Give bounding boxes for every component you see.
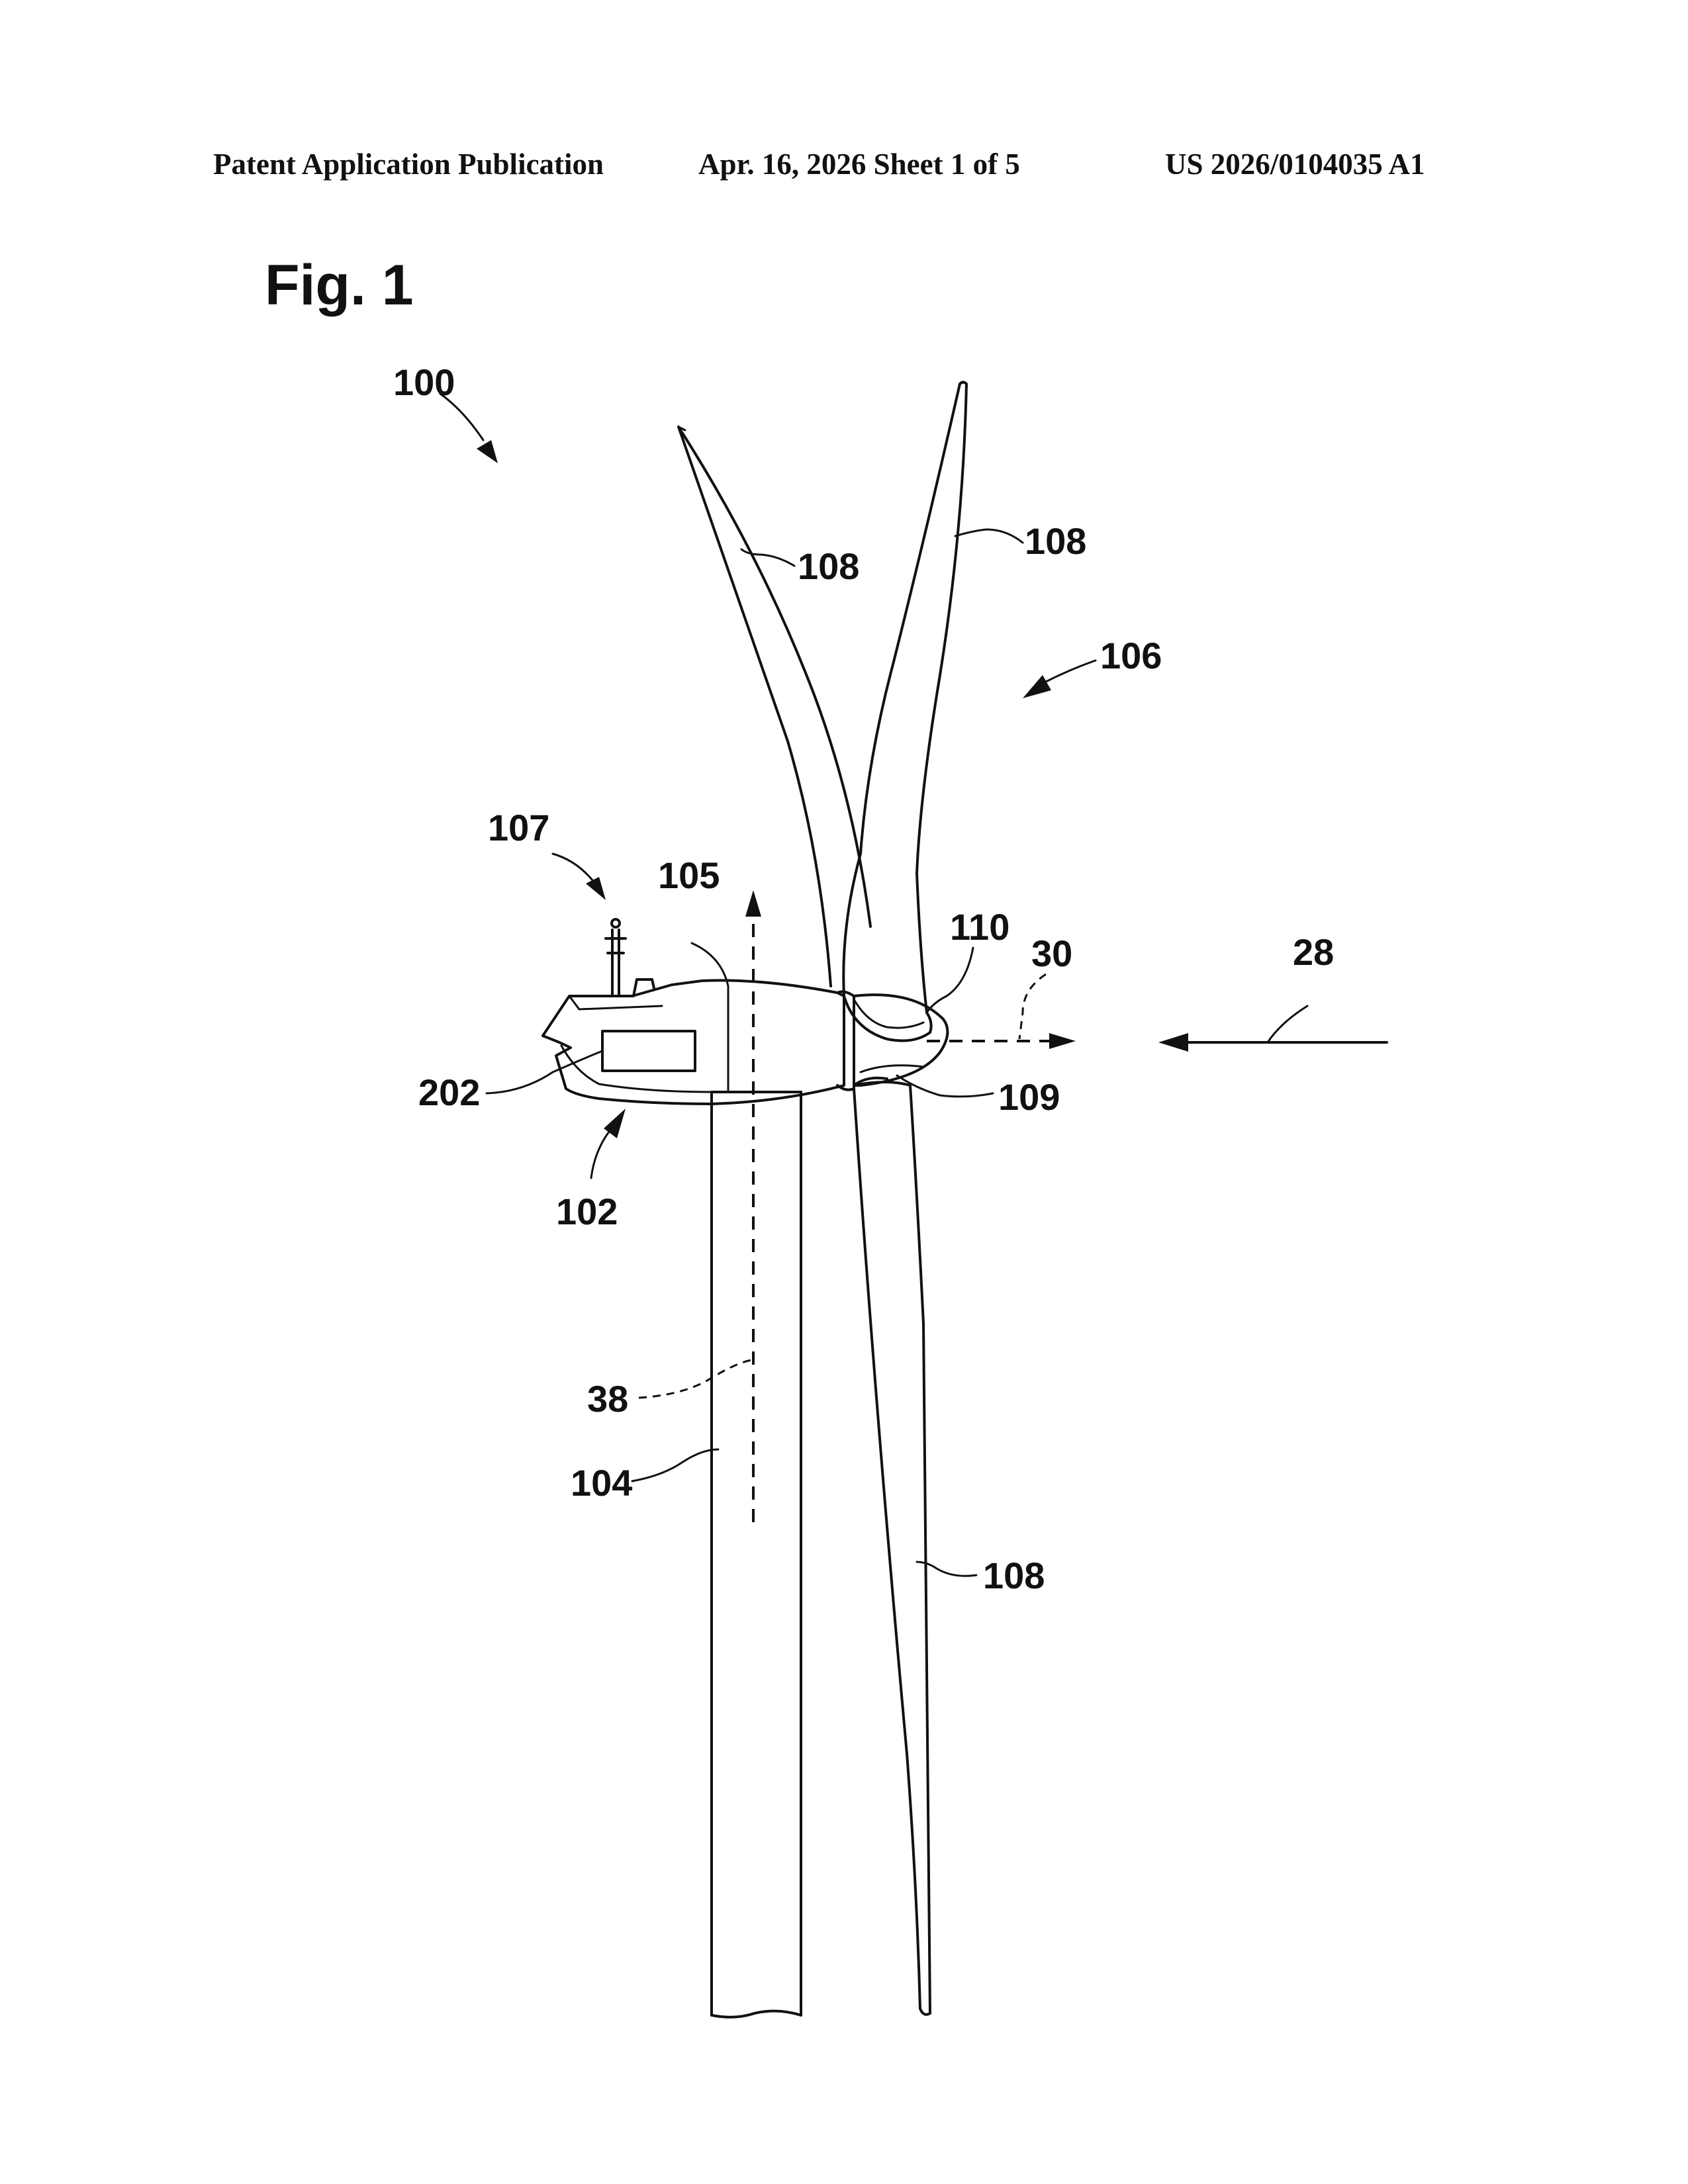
leader-lines: [440, 394, 1307, 1576]
label-106: 106: [1100, 635, 1162, 676]
rotor-axis: [927, 1033, 1076, 1049]
label-28: 28: [1293, 931, 1334, 973]
label-108-lower: 108: [983, 1555, 1045, 1596]
label-104: 104: [571, 1462, 632, 1504]
anemometer-mast: [606, 919, 626, 996]
label-30: 30: [1031, 933, 1072, 974]
yaw-axis: [745, 890, 761, 1522]
reference-numerals: 100 108 108 106 107 105 110 30 28 202 10…: [393, 361, 1334, 1596]
label-38: 38: [587, 1378, 628, 1420]
label-108-upper-left: 108: [798, 545, 859, 587]
blade-upper-left: [679, 427, 870, 986]
label-110: 110: [950, 906, 1009, 948]
blade-upper-right: [843, 383, 966, 1041]
label-202: 202: [418, 1071, 480, 1113]
label-108-upper-right: 108: [1025, 520, 1086, 562]
label-107: 107: [488, 807, 549, 848]
label-100: 100: [393, 361, 455, 403]
label-105: 105: [658, 854, 720, 896]
tower: [712, 1092, 801, 2017]
blade-lower: [854, 1078, 930, 2015]
label-109: 109: [998, 1076, 1060, 1118]
label-102: 102: [556, 1191, 618, 1232]
nacelle: [543, 979, 844, 1104]
